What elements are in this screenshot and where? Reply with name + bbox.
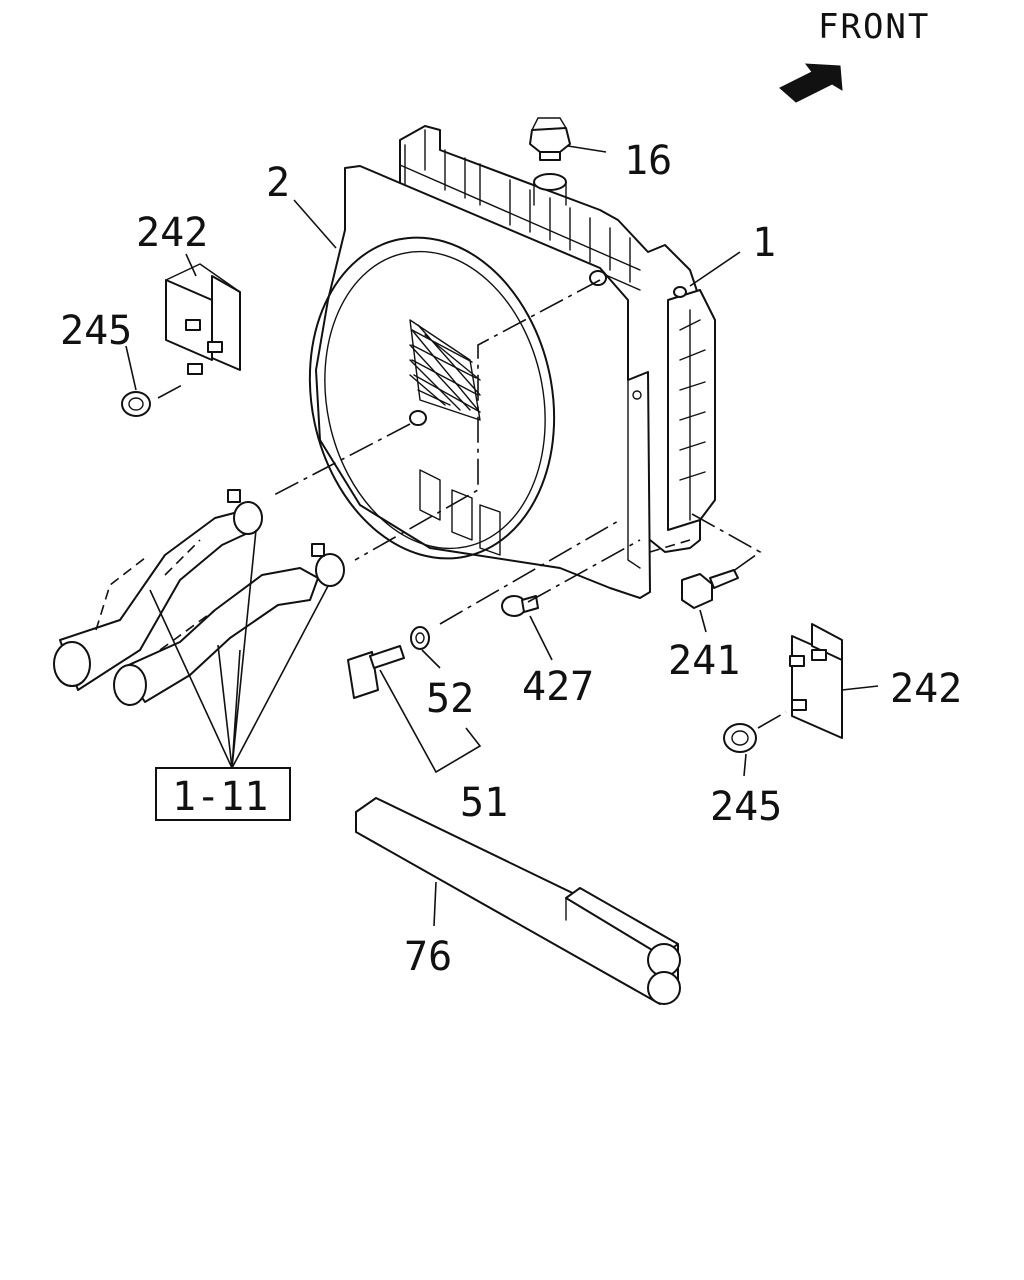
callout-hose-group: 1-11 bbox=[172, 774, 268, 820]
callout-bolt: 241 bbox=[668, 638, 740, 684]
nut-right bbox=[723, 723, 757, 753]
fan-shroud bbox=[308, 165, 651, 599]
grommet bbox=[501, 595, 539, 617]
callout-nut-left: 245 bbox=[60, 308, 132, 354]
protector-tube bbox=[355, 797, 681, 1005]
bracket-left bbox=[165, 263, 241, 375]
callout-washer: 52 bbox=[426, 676, 474, 722]
washer bbox=[410, 626, 430, 650]
hoses bbox=[53, 489, 345, 706]
bracket-right bbox=[789, 623, 843, 739]
nut-left bbox=[121, 391, 151, 417]
callout-protector: 76 bbox=[404, 934, 452, 980]
callout-cap: 16 bbox=[624, 138, 672, 184]
bolt bbox=[681, 569, 739, 609]
callout-grommet: 427 bbox=[522, 664, 594, 710]
radiator-cap bbox=[529, 117, 571, 161]
callout-radiator: 1 bbox=[752, 220, 776, 266]
front-label: FRONT bbox=[818, 7, 930, 47]
assembly-lines bbox=[157, 279, 787, 729]
callout-bracket-left: 242 bbox=[136, 210, 208, 256]
callout-drain-plug: 51 bbox=[460, 780, 508, 826]
leader-lines bbox=[125, 145, 879, 927]
callout-shroud: 2 bbox=[266, 160, 290, 206]
callout-labels: 16 2 1 242 245 241 242 245 427 52 51 1-1… bbox=[60, 138, 962, 980]
callout-nut-right: 245 bbox=[710, 784, 782, 830]
front-indicator: FRONT bbox=[779, 7, 930, 103]
callout-bracket-right: 242 bbox=[890, 666, 962, 712]
drain-plug bbox=[347, 645, 405, 699]
front-arrow-icon bbox=[779, 63, 843, 103]
hose-group-box bbox=[155, 767, 291, 821]
